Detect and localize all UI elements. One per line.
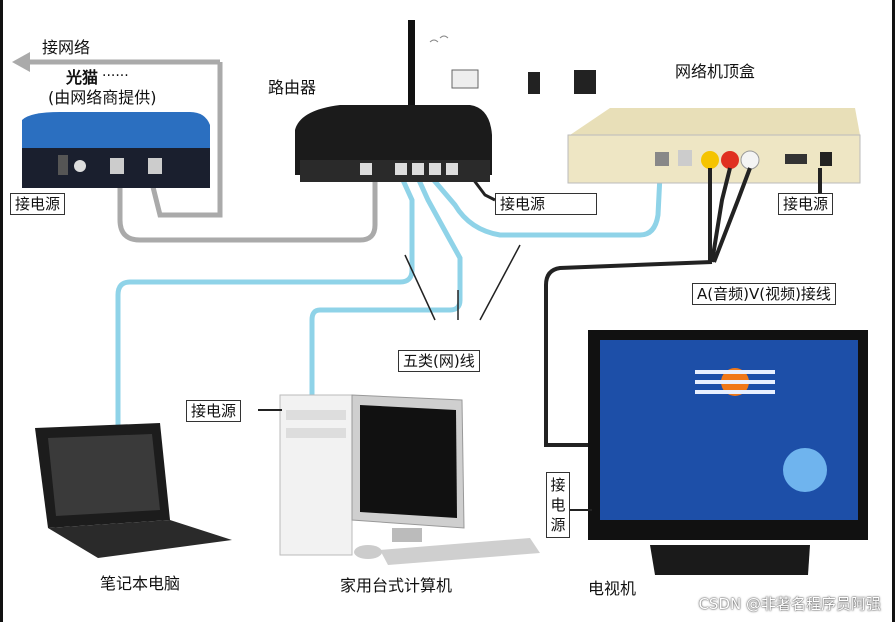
pc-power-label: 接电源 — [186, 400, 241, 422]
stb-label: 网络机顶盒 — [675, 58, 755, 82]
laptop-device — [35, 423, 232, 558]
router-label: 路由器 — [268, 74, 316, 98]
router-power-label: 接电源 — [495, 193, 597, 215]
tv-device — [588, 330, 868, 575]
modem-note: (由网络商提供) — [48, 84, 157, 108]
modem-device — [22, 112, 210, 188]
modem-dots: ...... — [102, 64, 129, 80]
desktop-label: 家用台式计算机 — [340, 572, 452, 596]
router-device — [295, 20, 492, 182]
av-cable-label: A(音频)V(视频)接线 — [692, 283, 836, 305]
stb-power-label: 接电源 — [778, 193, 833, 215]
laptop-label: 笔记本电脑 — [100, 570, 180, 594]
cat5-label: 五类(网)线 — [398, 350, 480, 372]
wireless-devices-icon — [430, 36, 596, 94]
tv-power-label: 接电源 — [546, 472, 570, 538]
modem-power-label: 接电源 — [10, 193, 65, 215]
desktop-computer-device — [280, 395, 540, 565]
internet-label: 接网络 — [42, 34, 90, 58]
set-top-box-device — [568, 108, 860, 183]
watermark: CSDN @非著名程序员阿强 — [698, 593, 881, 614]
tv-label: 电视机 — [588, 575, 636, 599]
